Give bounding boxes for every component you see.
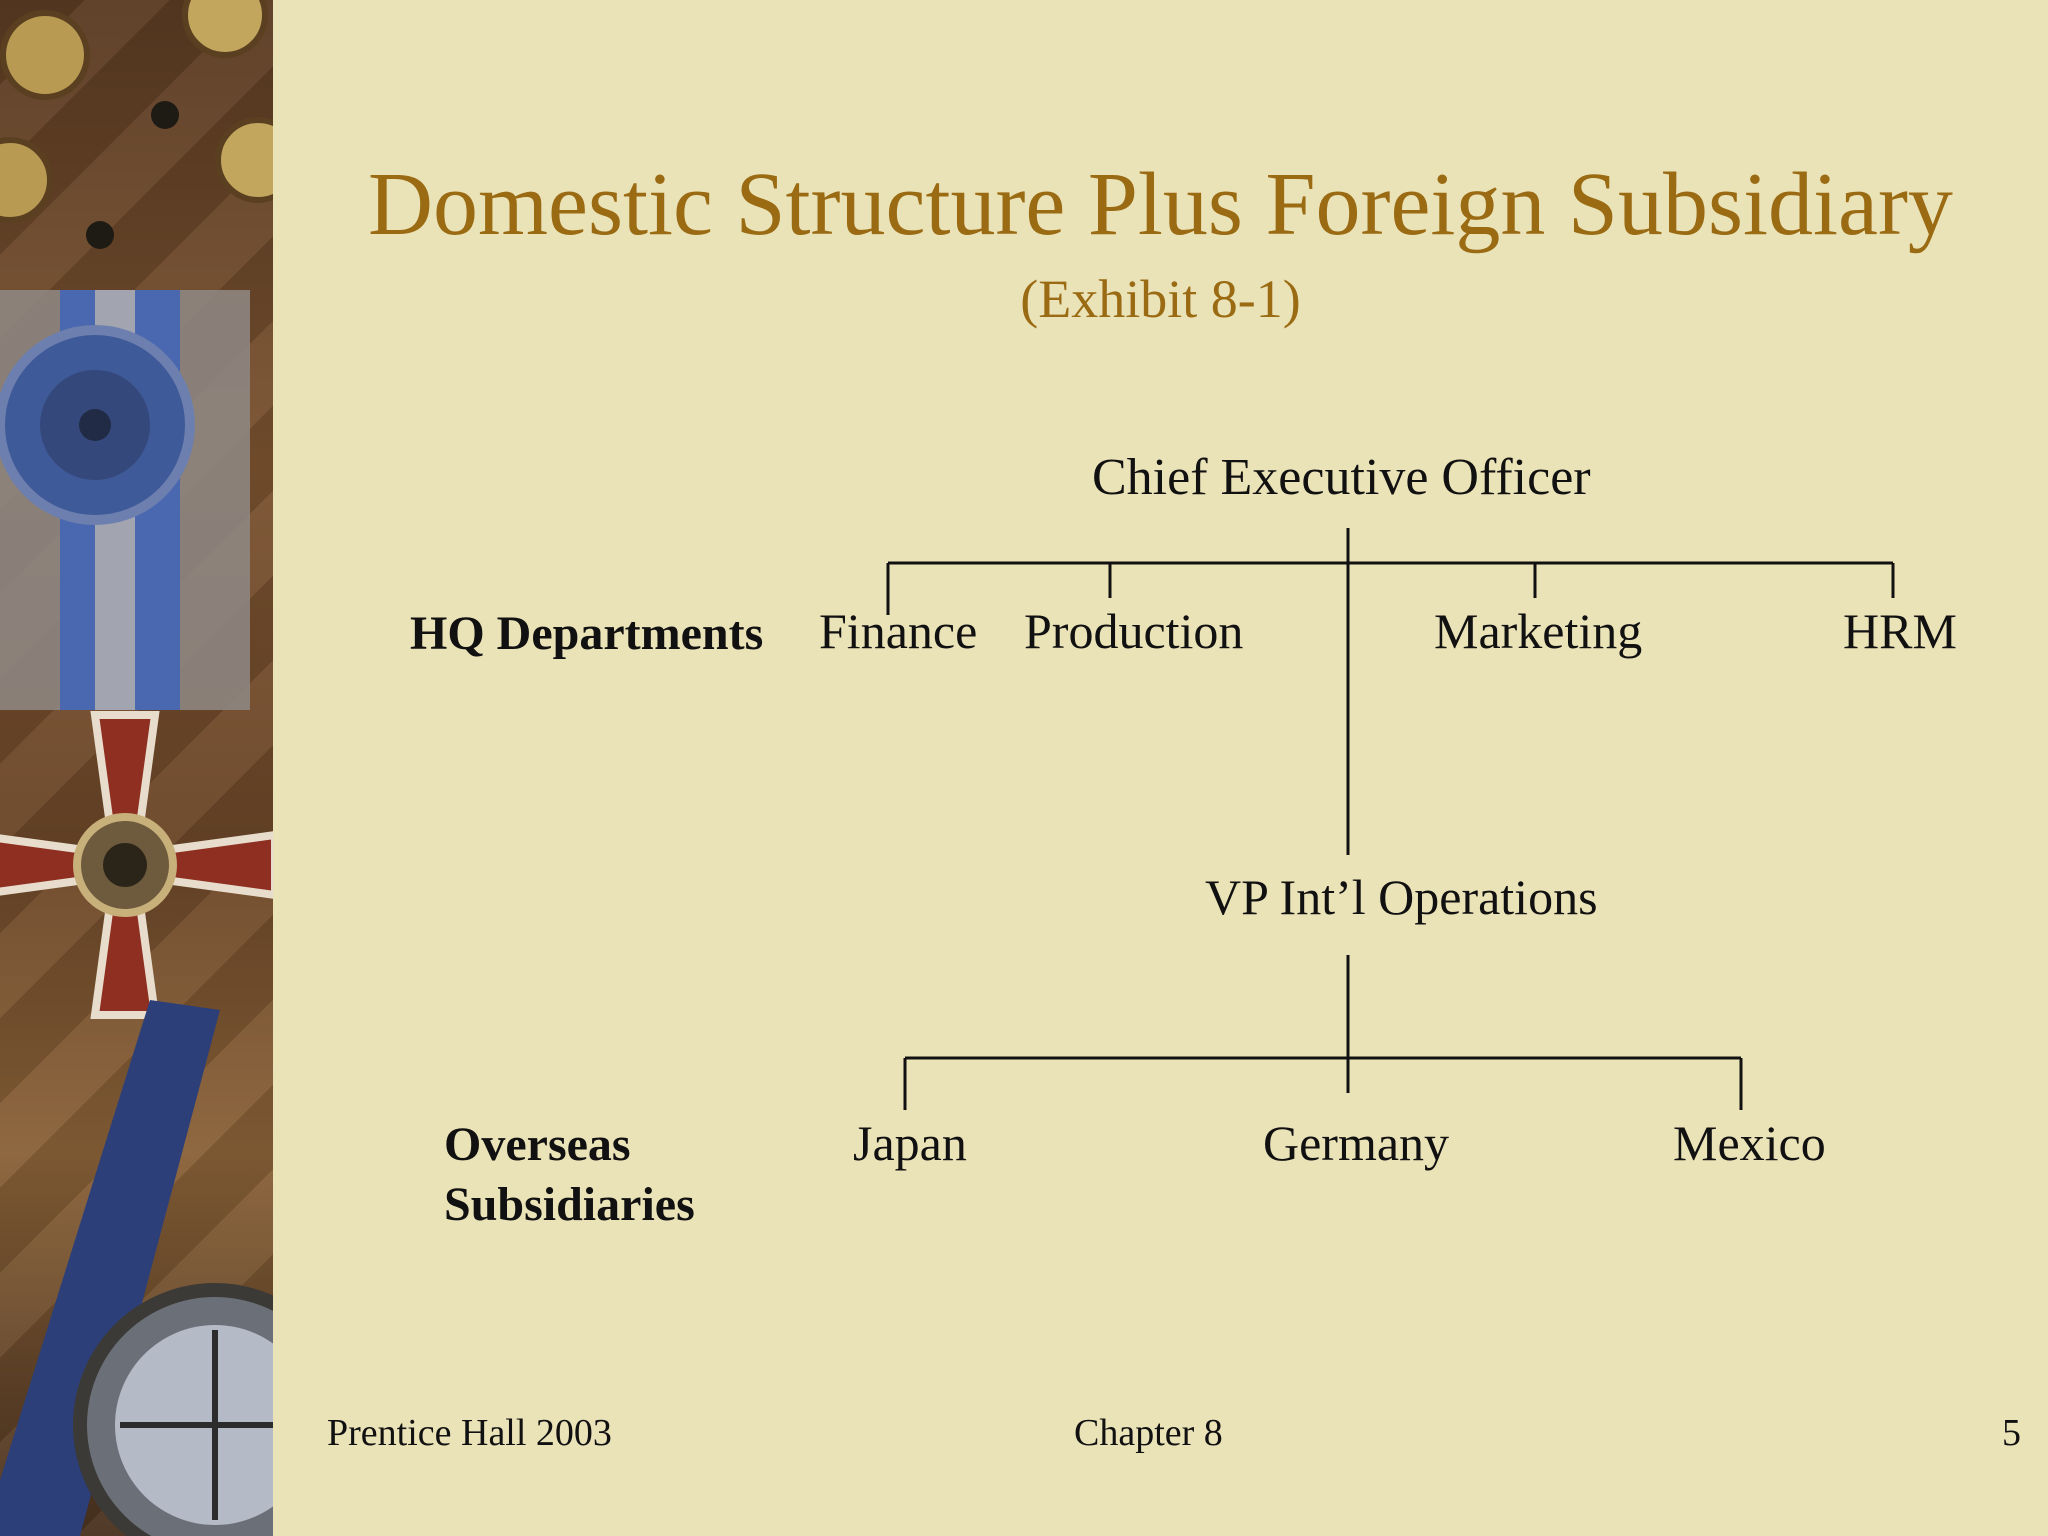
overseas-label-line1: Overseas [444,1118,631,1171]
org-node-mexico: Mexico [1673,1115,1826,1171]
decorative-photo-strip [0,0,273,1536]
org-node-marketing: Marketing [1434,603,1643,659]
slide-title: Domestic Structure Plus Foreign Subsidia… [368,155,1953,254]
footer-publisher: Prentice Hall 2003 [327,1412,612,1454]
org-node-vp-intl-operations: VP Int’l Operations [1205,869,1598,925]
medals-illustration [0,0,273,1536]
org-node-ceo: Chief Executive Officer [1092,449,1591,506]
org-node-japan: Japan [853,1115,967,1171]
hq-departments-label: HQ Departments [410,607,764,660]
org-node-hrm: HRM [1843,603,1957,659]
slide-subtitle: (Exhibit 8-1) [1020,269,1301,329]
org-node-germany: Germany [1263,1115,1450,1171]
overseas-label-line2: Subsidiaries [444,1178,695,1231]
footer-page-number: 5 [2002,1412,2021,1454]
footer-chapter: Chapter 8 [1074,1412,1223,1454]
org-node-finance: Finance [819,603,978,659]
org-node-production: Production [1024,603,1244,659]
